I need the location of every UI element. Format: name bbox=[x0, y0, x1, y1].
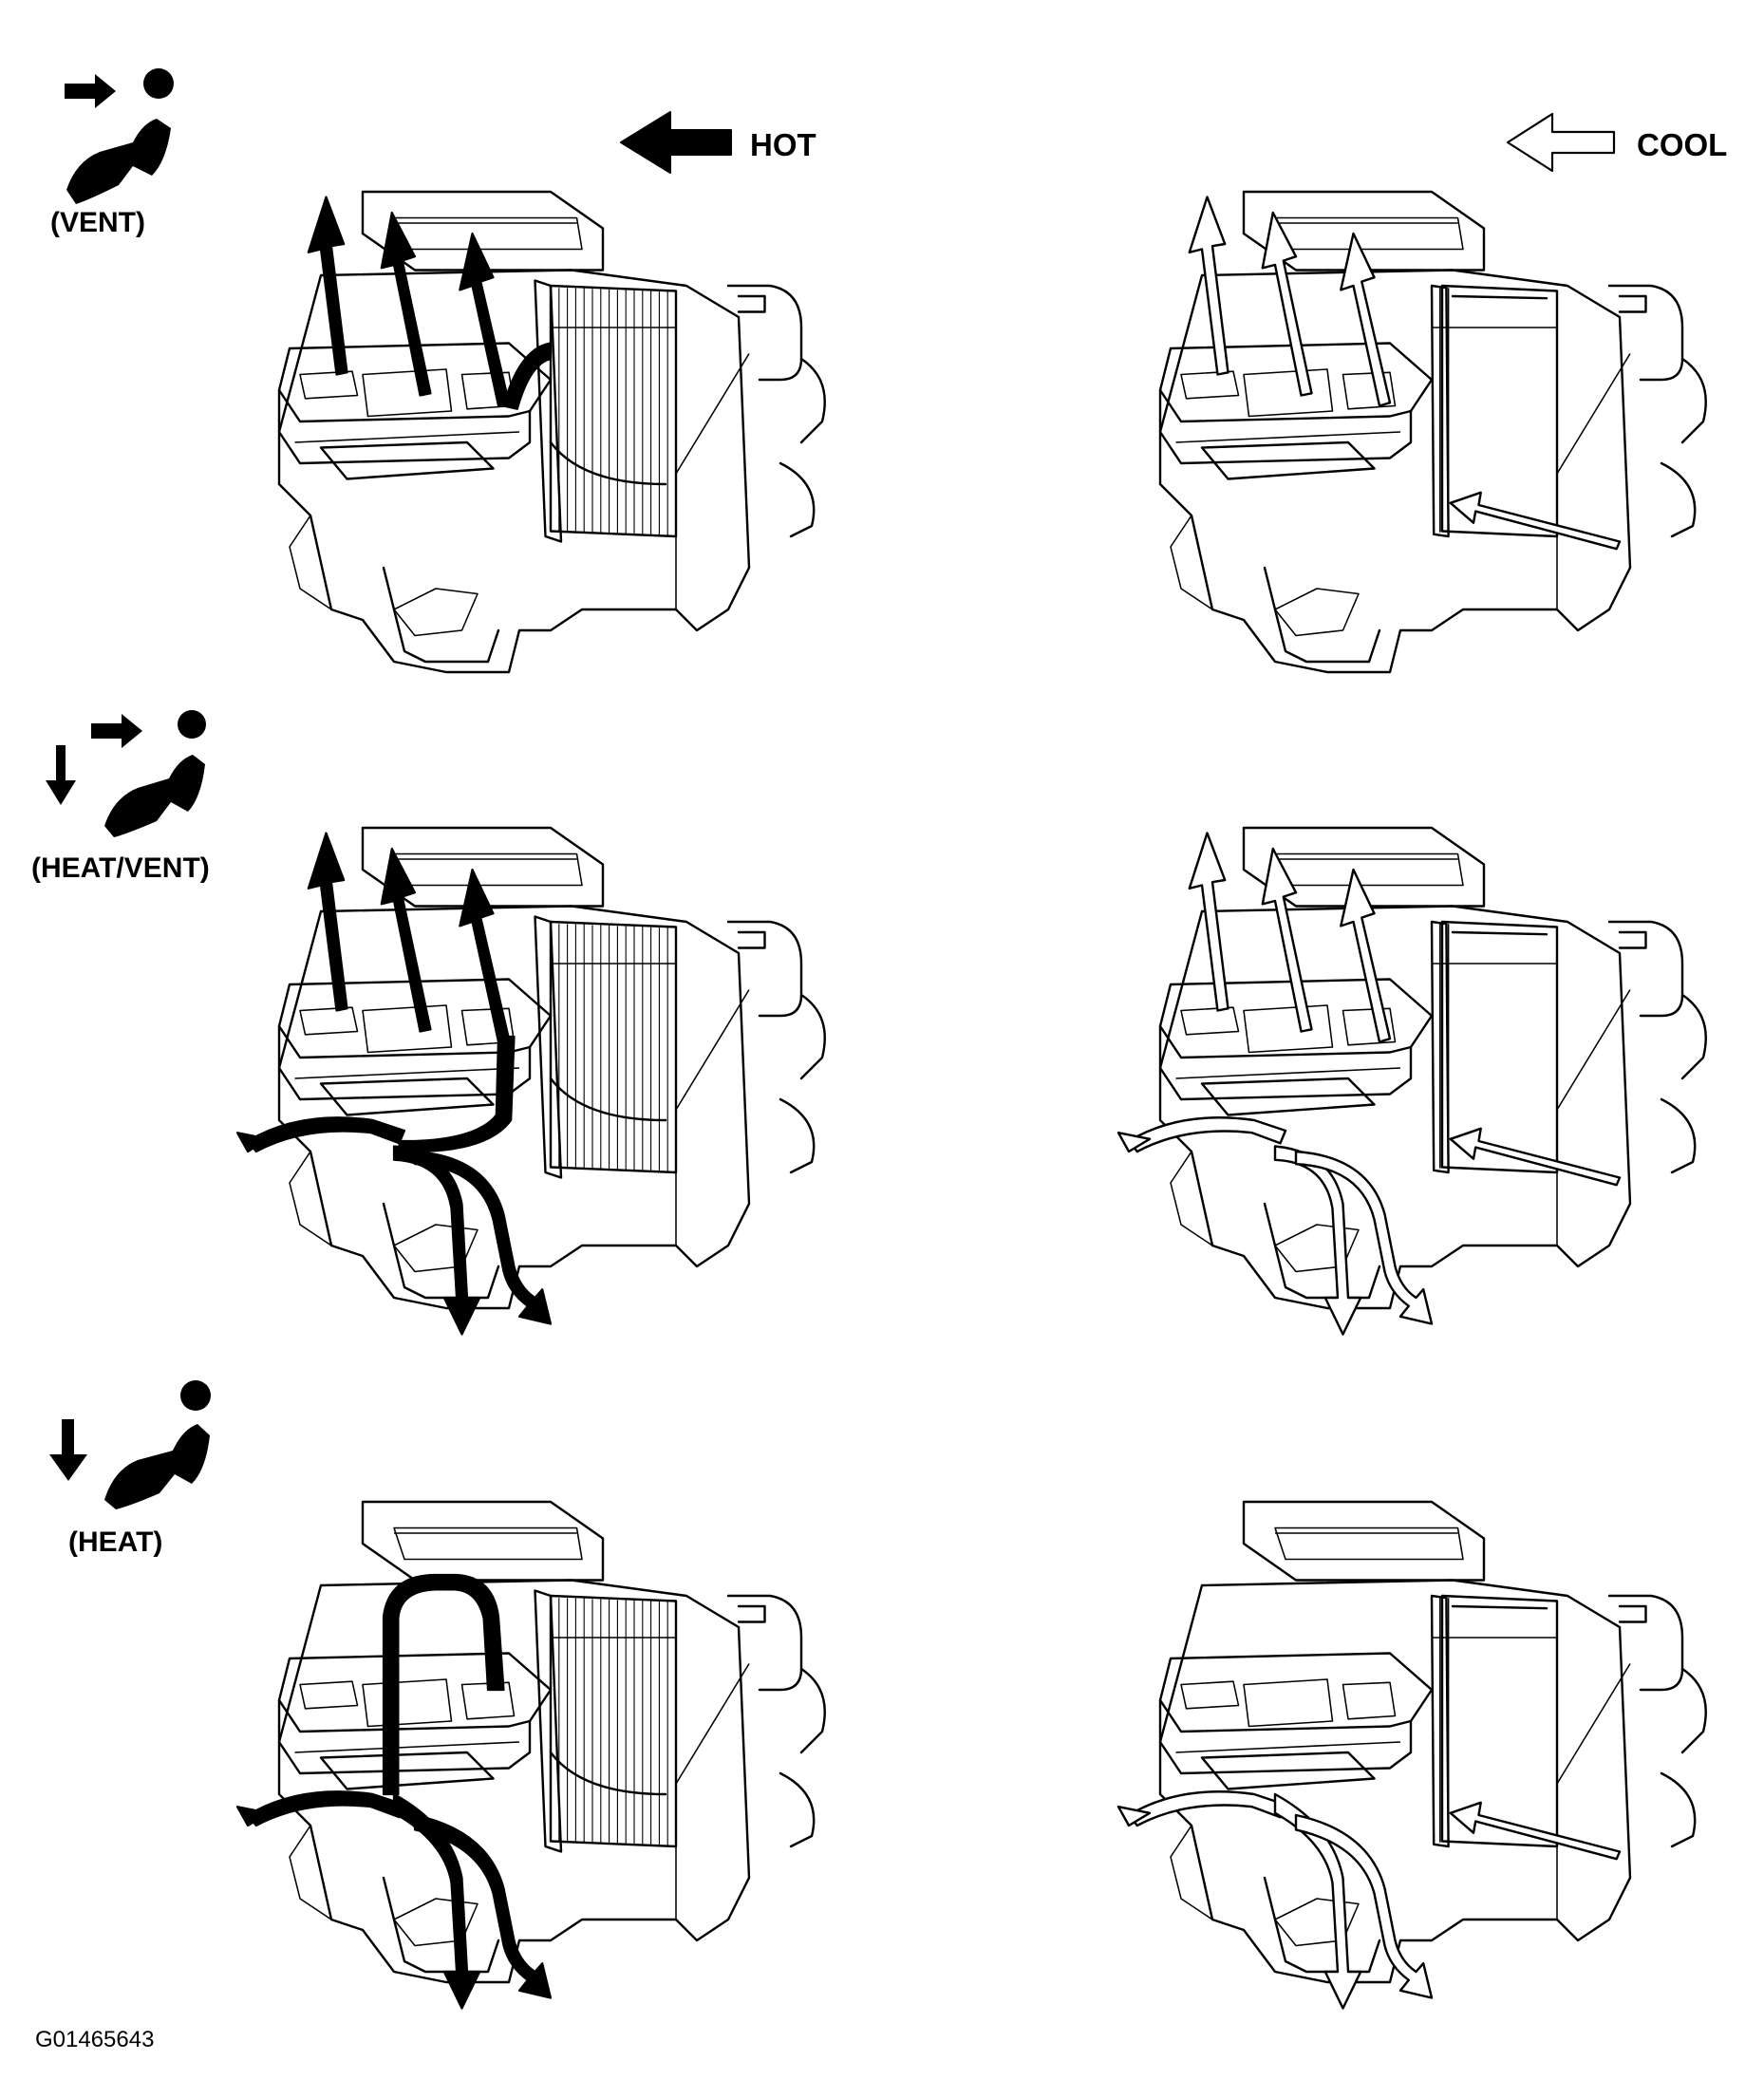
vent-cool-face-airflow bbox=[1188, 196, 1622, 551]
seated-person-feet-arrow-icon bbox=[49, 1380, 211, 1509]
heat-hot-floor-airflow bbox=[235, 1573, 553, 2010]
heat-vent-hot-face-airflow bbox=[307, 832, 511, 1043]
hot-legend-arrow-icon bbox=[620, 111, 732, 174]
seated-person-face-arrow-icon bbox=[65, 68, 174, 204]
cool-legend-arrow-icon bbox=[1506, 112, 1616, 173]
mode-label-vent: (VENT) bbox=[50, 207, 145, 238]
vent-hot-face-airflow bbox=[307, 196, 553, 410]
hot-legend-label: HOT bbox=[750, 127, 816, 162]
seated-person-face-and-feet-arrows-icon bbox=[46, 710, 206, 837]
heat-hot-unit bbox=[235, 1500, 826, 2010]
heat-vent-hot-unit bbox=[235, 826, 826, 1336]
figure-id: G01465643 bbox=[35, 2027, 155, 2052]
vent-cool-unit bbox=[1158, 190, 1707, 674]
heat-vent-cool-floor-airflow bbox=[1117, 1116, 1434, 1336]
mode-label-heat-vent: (HEAT/VENT) bbox=[31, 852, 210, 884]
heat-vent-cool-unit bbox=[1117, 826, 1707, 1336]
heat-vent-hot-floor-airflow bbox=[235, 1035, 553, 1336]
vent-hot-unit bbox=[277, 190, 826, 674]
heat-vent-cool-face-airflow bbox=[1188, 832, 1622, 1187]
heat-cool-unit bbox=[1117, 1500, 1707, 2010]
mode-label-heat: (HEAT) bbox=[68, 1527, 163, 1558]
cool-legend-label: COOL bbox=[1637, 127, 1728, 162]
heat-cool-floor-airflow bbox=[1117, 1790, 1622, 2010]
